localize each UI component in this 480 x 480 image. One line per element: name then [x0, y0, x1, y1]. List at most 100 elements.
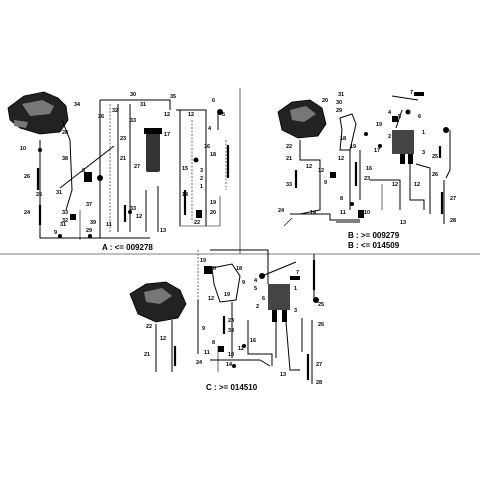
label-a: 32 [62, 218, 68, 224]
label-c: 27 [316, 362, 322, 368]
label-c: 3 [294, 308, 297, 314]
label-b: 12 [414, 182, 420, 188]
valve-block-c [268, 284, 290, 310]
label-a: 20 [210, 210, 216, 216]
label-a: 16 [204, 144, 210, 150]
label-b: 19 [376, 122, 382, 128]
label-b: 31 [338, 92, 344, 98]
label-a: 23 [120, 136, 126, 142]
label-c: 21 [144, 352, 150, 358]
label-a: 14 [182, 192, 189, 198]
label-a: 3 [200, 168, 203, 174]
label-b: 14 [310, 210, 317, 216]
label-c: 22 [146, 324, 152, 330]
label-b: 6 [418, 114, 421, 120]
label-b: 10 [364, 210, 370, 216]
label-a: 9 [54, 230, 57, 236]
label-c: 13 [280, 372, 286, 378]
label-b: 12 [306, 164, 312, 170]
label-b: 9 [324, 180, 327, 186]
label-a: 31 [140, 102, 146, 108]
label-b: 5 [398, 114, 401, 120]
caption-c: C : >= 014510 [206, 383, 258, 392]
label-b: 28 [450, 218, 456, 224]
label-a: 21 [120, 156, 126, 162]
label-a: 33 [130, 206, 136, 212]
label-a: 28 [62, 130, 68, 136]
label-c: 9 [242, 280, 245, 286]
label-a: 2 [200, 176, 203, 182]
label-a: 22 [194, 220, 200, 226]
label-b: 29 [336, 108, 342, 114]
label-c: 14 [226, 362, 233, 368]
label-a: 37 [86, 202, 92, 208]
label-a: 24 [24, 210, 31, 216]
fuel-tank-b [277, 99, 327, 139]
label-b: 2 [388, 134, 391, 140]
caption-a: A : <= 009278 [102, 243, 153, 252]
label-c: 24 [196, 360, 203, 366]
label-a: 17 [164, 132, 170, 138]
label-a: 34 [74, 102, 81, 108]
label-a: 4 [208, 126, 212, 132]
label-a: 8 [82, 168, 85, 174]
label-a: 31 [56, 190, 62, 196]
label-a: 12 [164, 112, 170, 118]
label-a: 33 [130, 118, 136, 124]
label-c: 26 [318, 322, 324, 328]
label-a: 35 [170, 94, 176, 100]
label-b: 30 [336, 100, 342, 106]
label-c: 4 [254, 278, 258, 284]
label-c: 10 [228, 352, 234, 358]
panel-a: 30 31 35 32 33 34 28 10 36 37 38 31 33 3… [7, 91, 230, 252]
fuel-filter-a [146, 132, 160, 172]
label-a: 12 [136, 214, 142, 220]
label-a: 27 [134, 164, 140, 170]
label-c: 2 [256, 304, 259, 310]
label-b: 24 [278, 208, 285, 214]
label-b: 8 [340, 196, 343, 202]
fuel-tank-c [129, 281, 187, 323]
label-b: 20 [322, 98, 328, 104]
label-c: 25 [318, 302, 324, 308]
label-c: 6 [262, 296, 265, 302]
label-c: 12 [160, 336, 166, 342]
label-c: 8 [212, 340, 215, 346]
label-c: 5 [254, 286, 257, 292]
label-a: 31 [60, 222, 66, 228]
label-a: 15 [182, 166, 188, 172]
label-b: 12 [338, 156, 344, 162]
label-c: 12 [208, 296, 214, 302]
label-b: 21 [286, 156, 292, 162]
label-b: 4 [388, 110, 392, 116]
label-b: 19 [350, 144, 356, 150]
label-b: 26 [432, 172, 438, 178]
label-b: 23 [364, 176, 370, 182]
panel-b: 31 30 20 29 19 18 19 7 4 5 6 2 1 3 25 26… [277, 90, 456, 250]
label-a: 6 [212, 98, 215, 104]
label-a: 1 [200, 184, 203, 190]
label-c: 18 [236, 266, 242, 272]
label-c: 23 [228, 318, 234, 324]
label-a: 36 [98, 114, 104, 120]
label-c: 19 [200, 258, 206, 264]
label-c: 28 [316, 380, 322, 386]
label-a: 5 [222, 112, 225, 118]
caption-b-2: B : <= 014509 [348, 241, 400, 250]
caption-b: B : >= 009279 [348, 231, 400, 240]
label-a: 30 [130, 92, 136, 98]
label-b: 1 [422, 130, 425, 136]
label-a: 18 [210, 152, 216, 158]
label-c: 19 [224, 292, 230, 298]
valve-block-b [392, 130, 414, 154]
label-b: 17 [374, 148, 380, 154]
label-a: 26 [24, 174, 30, 180]
label-b: 18 [340, 136, 346, 142]
label-a: 29 [86, 228, 92, 234]
label-a: 12 [188, 112, 194, 118]
label-b: 12 [392, 182, 398, 188]
label-c: 16 [250, 338, 256, 344]
label-a: 11 [106, 222, 112, 228]
label-b: 16 [366, 166, 372, 172]
